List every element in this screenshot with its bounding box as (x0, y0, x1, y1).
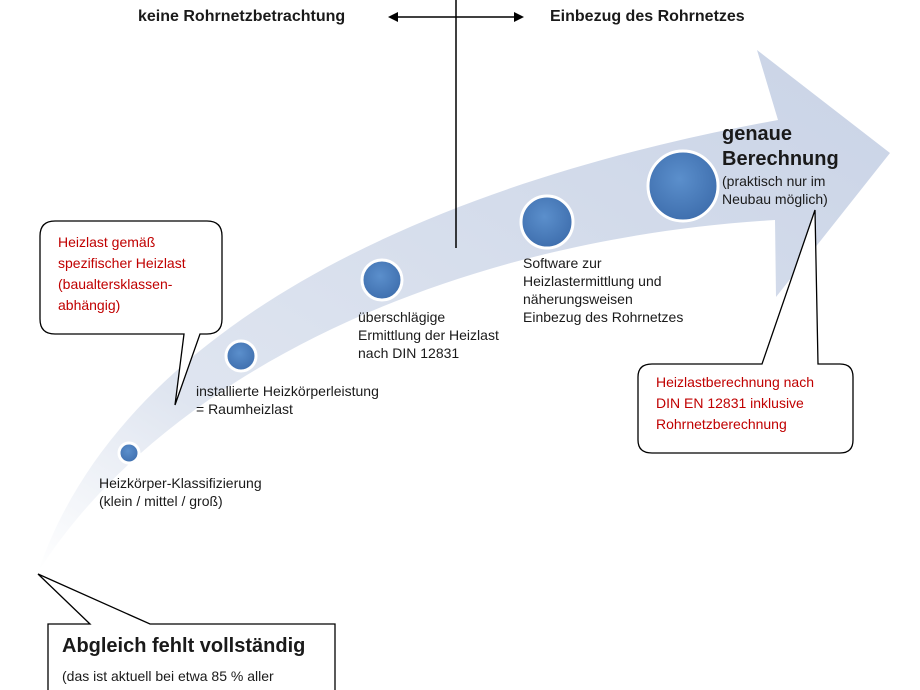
callout-right-line: Heizlastberechnung nach (656, 374, 814, 390)
stage-label-2-line: = Raumheizlast (196, 401, 293, 417)
callout-bottom-note: (das ist aktuell bei etwa 85 % aller (62, 668, 274, 684)
stage-dot-5 (646, 149, 720, 223)
header-right-label: Einbezug des Rohrnetzes (550, 8, 745, 25)
header-left-label: keine Rohrnetzbetrachtung (138, 8, 346, 25)
stage-label-3-line: Ermittlung der Heizlast (358, 327, 499, 343)
stage-label-1-line: (klein / mittel / groß) (99, 493, 223, 509)
callout-right-bubble (637, 209, 854, 454)
final-stage-label: genaue Berechnung (praktisch nur im Neub… (722, 122, 839, 208)
callout-left-bubble (39, 220, 223, 406)
final-stage-title: genaue (722, 123, 793, 145)
stage-label-3: überschlägige Ermittlung der Heizlast na… (358, 308, 499, 362)
stage-label-4: Software zur Heizlastermittlung und nähe… (523, 254, 683, 326)
callout-right-text: Heizlastberechnung nach DIN EN 12831 ink… (656, 372, 814, 435)
stage-dot-4 (519, 194, 575, 250)
stage-dot-3 (360, 258, 404, 302)
callout-right-line: DIN EN 12831 inklusive (656, 395, 804, 411)
callout-bottom-bubble (37, 573, 336, 690)
callout-right-line: Rohrnetzberechnung (656, 416, 787, 432)
stage-label-4-line: Software zur (523, 255, 602, 271)
final-stage-note: Neubau möglich) (722, 191, 828, 207)
stage-label-4-line: Heizlastermittlung und (523, 273, 662, 289)
callout-bottom-title: Abgleich fehlt vollständig (62, 635, 306, 657)
stage-label-4-line: Einbezug des Rohrnetzes (523, 309, 684, 325)
stage-label-1-line: Heizkörper-Klassifizierung (99, 475, 262, 491)
stage-label-3-line: überschlägige (358, 309, 446, 325)
final-stage-note: (praktisch nur im (722, 173, 826, 189)
stage-label-1: Heizkörper-Klassifizierung (klein / mitt… (99, 474, 262, 510)
stage-label-2: installierte Heizkörperleistung = Raumhe… (196, 382, 379, 418)
header-arrowhead-left (388, 12, 398, 22)
callout-left-line: (baualtersklassen- (58, 276, 173, 292)
stage-label-3-line: nach DIN 12831 (358, 345, 460, 361)
stage-label-4-line: näherungsweisen (523, 291, 633, 307)
final-stage-title: Berechnung (722, 148, 839, 170)
callout-left-text: Heizlast gemäß spezifischer Heizlast (ba… (58, 232, 186, 316)
callout-left-line: spezifischer Heizlast (58, 255, 186, 271)
header-arrowhead-right (514, 12, 524, 22)
stage-dot-2 (224, 339, 258, 373)
stage-dot-1 (117, 441, 141, 465)
callout-left-line: abhängig) (58, 297, 121, 313)
stage-label-2-line: installierte Heizkörperleistung (196, 383, 379, 399)
callout-left-line: Heizlast gemäß (58, 234, 156, 250)
